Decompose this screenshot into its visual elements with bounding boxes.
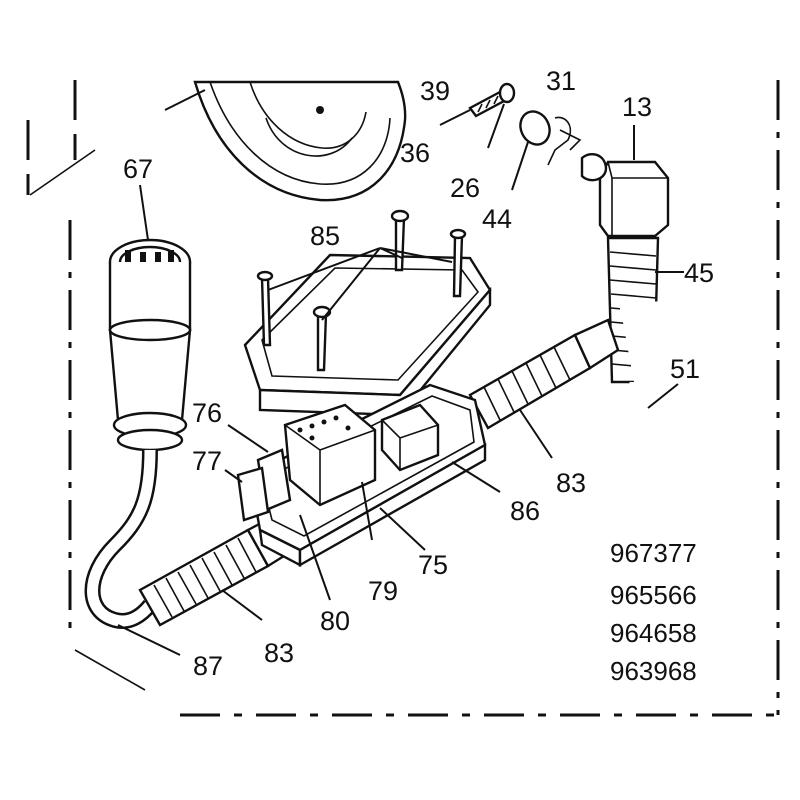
leader-80 — [299, 514, 331, 601]
screws-85 — [256, 209, 467, 372]
callout-83-left: 83 — [264, 638, 294, 668]
callout-75: 75 — [418, 550, 448, 580]
callout-31: 31 — [546, 66, 576, 96]
screw-26 — [468, 82, 516, 118]
leader-26 — [487, 103, 505, 149]
callout-76: 76 — [192, 398, 222, 428]
plug-67 — [108, 184, 192, 452]
relay-79 — [283, 403, 377, 541]
clamp-77 — [224, 466, 270, 522]
callout-36: 36 — [400, 138, 430, 168]
callout-51: 51 — [670, 354, 700, 384]
callout-45: 45 — [684, 258, 714, 288]
switch-13 — [580, 125, 670, 238]
callout-13: 13 — [622, 92, 652, 122]
part-number: 965566 — [610, 580, 697, 610]
ring-44 — [511, 110, 582, 191]
part-number: 967377 — [610, 538, 697, 568]
callout-77: 77 — [192, 446, 222, 476]
module-86 — [380, 403, 501, 493]
cover-disc — [164, 80, 407, 202]
part-number: 964658 — [610, 618, 697, 648]
callout-67: 67 — [123, 154, 153, 184]
callout-83-right: 83 — [556, 468, 586, 498]
part-number-list: 967377 965566 964658 963968 — [610, 538, 697, 686]
callout-44: 44 — [482, 204, 512, 234]
part-number: 963968 — [610, 656, 697, 686]
callout-80: 80 — [320, 606, 350, 636]
callout-86: 86 — [510, 496, 540, 526]
cord-51 — [620, 301, 733, 443]
cover-85 — [243, 209, 492, 417]
cord-87 — [84, 449, 181, 656]
leader-36 — [439, 109, 471, 126]
callout-87: 87 — [193, 651, 223, 681]
callout-79: 79 — [368, 576, 398, 606]
frame-border — [26, 80, 780, 717]
callout-85: 85 — [310, 221, 340, 251]
callout-26: 26 — [450, 173, 480, 203]
spring-sleeve-83-right — [468, 318, 620, 459]
callout-39: 39 — [420, 76, 450, 106]
